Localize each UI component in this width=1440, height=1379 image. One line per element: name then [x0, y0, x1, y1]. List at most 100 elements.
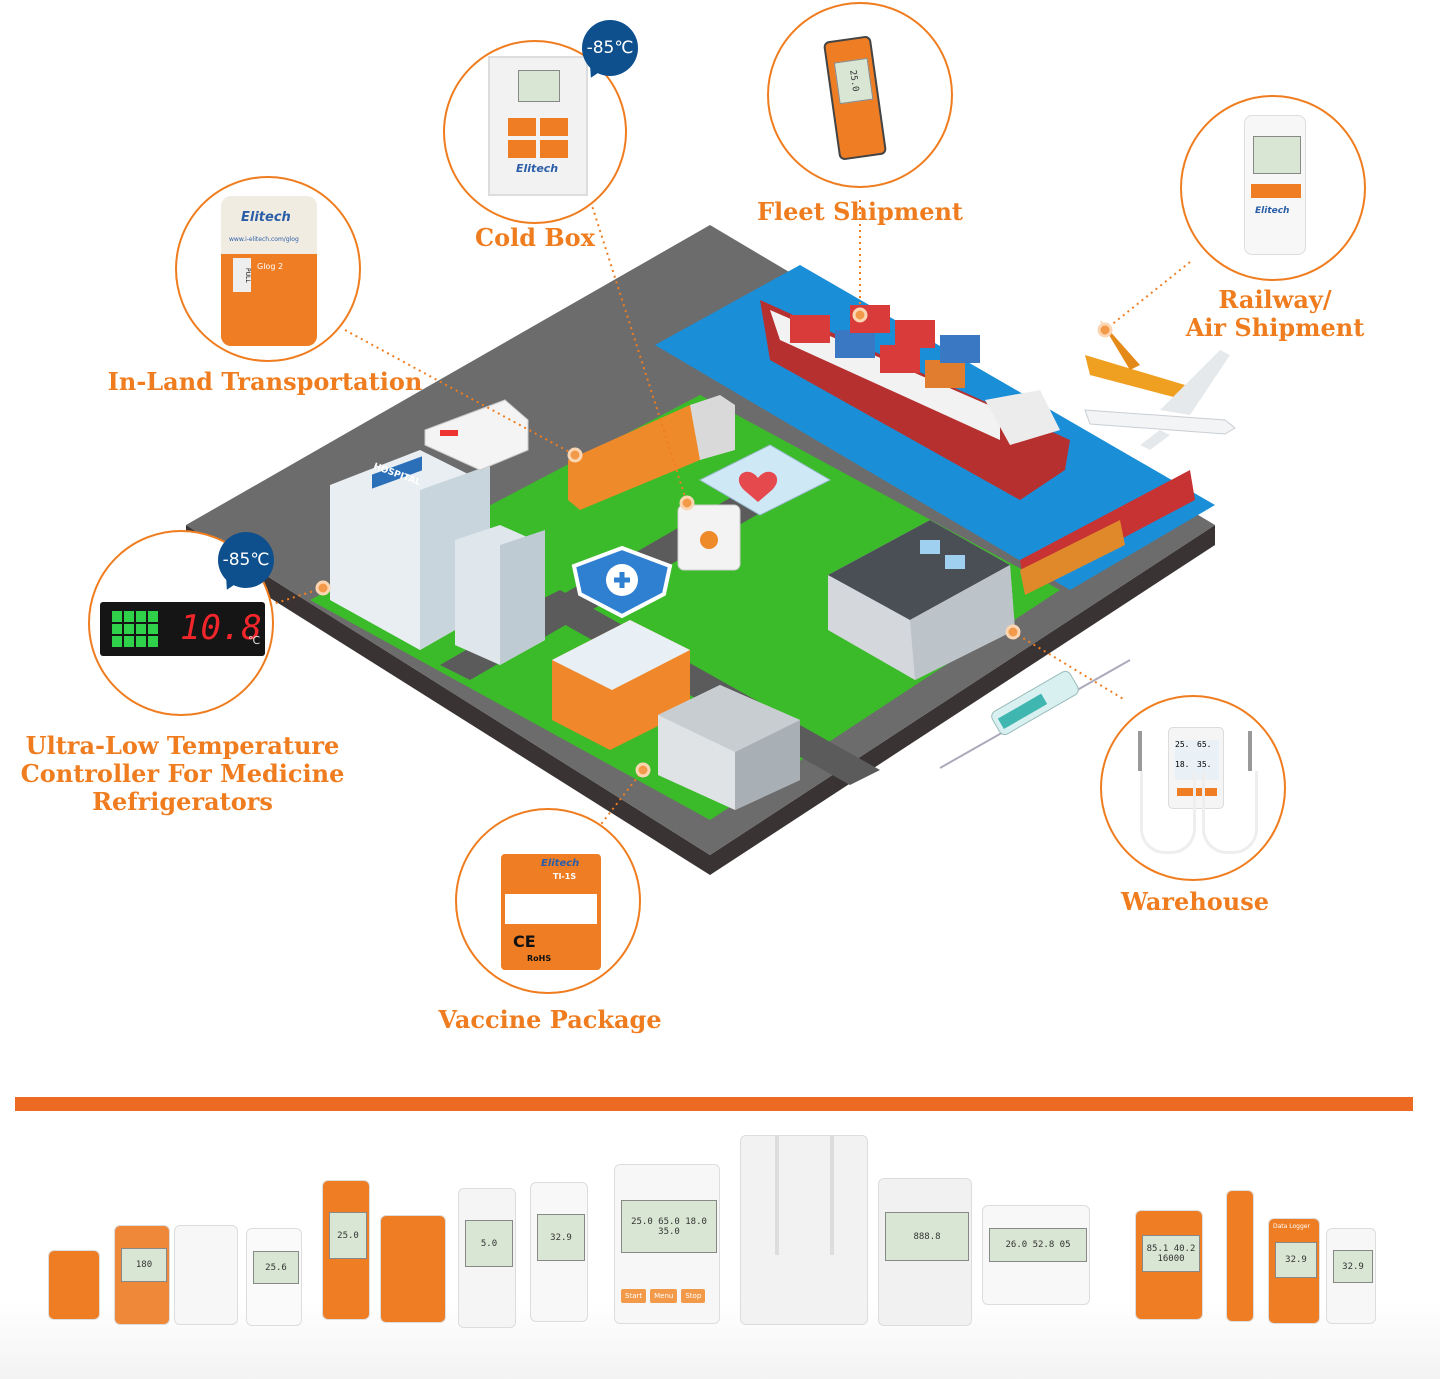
product-loget-1te[interactable]: 32.9: [530, 1182, 588, 1322]
probe-cable: [1140, 771, 1196, 854]
product-tlog-100[interactable]: 5.0: [458, 1188, 516, 1328]
label-ultra-low-line2: Controller For Medicine: [20, 759, 345, 788]
product-wireless-router[interactable]: [740, 1135, 868, 1325]
fleet-shipment-circle[interactable]: 25.0: [767, 2, 953, 188]
router-antenna: [830, 1135, 834, 1255]
product-usb-pdf-logger[interactable]: 25.0: [322, 1180, 370, 1320]
fleet-usb-logger: 25.0: [822, 35, 888, 161]
product-ti-60[interactable]: 25.6: [246, 1228, 302, 1326]
product-ti-1s-label[interactable]: [48, 1250, 100, 1320]
ti1s-label: Elitech TI-1S CE RoHS: [501, 854, 601, 970]
hotspot-fleet[interactable]: [852, 307, 868, 323]
label-fleet-shipment[interactable]: Fleet Shipment: [756, 197, 963, 226]
label-railway-air[interactable]: Railway/ Air Shipment: [1170, 286, 1380, 342]
railway-brand: Elitech: [1255, 206, 1290, 216]
product-usb-pen-logger[interactable]: [1226, 1190, 1254, 1322]
railway-air-circle[interactable]: Elitech: [1180, 95, 1366, 281]
product-wall-logger[interactable]: 26.0 52.8 05: [982, 1205, 1090, 1305]
glog-device: Elitech www.i-elitech.com/glog PULL Glog…: [221, 196, 317, 346]
cold-box-temp-badge: -85℃: [582, 20, 638, 76]
controller-unit: ℃: [248, 634, 261, 647]
in-land-circle[interactable]: Elitech www.i-elitech.com/glog PULL Glog…: [175, 176, 361, 362]
ti1s-rohs-mark: RoHS: [527, 954, 552, 963]
product-display: 26.0 52.8 05: [989, 1228, 1087, 1262]
product-button-start[interactable]: Start: [621, 1289, 647, 1303]
label-ultra-low[interactable]: Ultra-Low Temperature Controller For Med…: [10, 732, 355, 816]
label-railway-line1: Railway/: [1218, 285, 1332, 314]
router-antenna: [775, 1135, 779, 1255]
product-button-stop[interactable]: Stop: [681, 1289, 706, 1303]
product-display: 180: [121, 1248, 167, 1282]
probe: [1138, 731, 1142, 771]
product-display: 85.1 40.2 16000: [1142, 1235, 1200, 1272]
controller-panel: 10.8 ℃: [100, 602, 265, 656]
product-indicator-card[interactable]: [174, 1225, 238, 1325]
glog-brand: Elitech: [241, 210, 291, 225]
railway-logger: Elitech: [1244, 115, 1306, 255]
product-rc-5-[interactable]: Data Logger 32.9: [1268, 1218, 1320, 1324]
product-rc-4-logger[interactable]: 32.9: [1326, 1228, 1376, 1324]
hotspot-in-land[interactable]: [567, 447, 583, 463]
cold-chain-scene: [186, 189, 1236, 875]
fleet-lcd: 25.0: [833, 57, 874, 105]
ti1s-brand: Elitech: [541, 858, 580, 869]
cold-box-key: [540, 118, 568, 136]
label-warehouse[interactable]: Warehouse: [1120, 887, 1270, 916]
warehouse-buttons: [1177, 788, 1217, 796]
product-display: 888.8: [885, 1212, 969, 1261]
product-display: 25.0: [329, 1212, 367, 1259]
product-display: 25.6: [253, 1251, 299, 1284]
label-vaccine-package[interactable]: Vaccine Package: [438, 1005, 662, 1034]
hotspot-cold-box[interactable]: [679, 495, 695, 511]
product-caption: Data Logger: [1273, 1223, 1310, 1230]
label-cold-box[interactable]: Cold Box: [475, 223, 595, 252]
label-in-land[interactable]: In-Land Transportation: [107, 367, 423, 396]
probe: [1248, 731, 1252, 771]
cold-box-brand: Elitech: [516, 162, 559, 175]
connector-lines: [269, 189, 1191, 833]
warehouse-reading: 18.: [1175, 760, 1190, 769]
ti1s-model: TI-1S: [553, 872, 577, 881]
controller-temp-badge: -85℃: [218, 532, 274, 588]
warehouse-circle[interactable]: 25. 65. 18. 35.: [1100, 695, 1286, 881]
cold-box-key: [540, 140, 568, 158]
product-display: 32.9: [1275, 1242, 1317, 1278]
grass-area: [310, 395, 1060, 820]
product-display: 5.0: [465, 1220, 513, 1267]
warehouse-reading: 65.: [1197, 740, 1212, 749]
warehouse-reading: 35.: [1197, 760, 1212, 769]
product-glog-2[interactable]: [380, 1215, 446, 1323]
glog-url: www.i-elitech.com/glog: [229, 236, 299, 243]
product-button-menu[interactable]: Menu: [650, 1289, 678, 1303]
cold-box-lcd: [518, 70, 560, 102]
controller-status-icons: [112, 611, 158, 647]
product-rcw-2200[interactable]: 888.8: [878, 1178, 972, 1326]
probe-cable: [1202, 771, 1258, 854]
hotspot-railway-air[interactable]: [1097, 322, 1113, 338]
railway-buttons: [1251, 184, 1301, 198]
cold-box-key: [508, 118, 536, 136]
glog-model: Glog 2: [257, 262, 284, 271]
product-ti-21-indicator[interactable]: 180: [114, 1225, 170, 1325]
product-probe-logger[interactable]: 85.1 40.2 16000: [1135, 1210, 1203, 1320]
label-railway-line2: Air Shipment: [1185, 313, 1365, 342]
label-ultra-low-line1: Ultra-Low Temperature: [25, 731, 340, 760]
hotspot-vaccine[interactable]: [635, 762, 651, 778]
hotspot-controller[interactable]: [315, 580, 331, 596]
product-display: 32.9: [1333, 1250, 1373, 1283]
ti1s-ce-mark: CE: [513, 932, 536, 951]
controller-reading: 10.8: [180, 608, 262, 648]
passenger-plane: [1084, 350, 1236, 450]
truck: [568, 405, 700, 510]
vaccine-circle[interactable]: Elitech TI-1S CE RoHS: [455, 808, 641, 994]
product-display: 32.9: [537, 1214, 585, 1261]
ambulance: [424, 399, 529, 471]
hotspot-warehouse[interactable]: [1005, 624, 1021, 640]
glog-pull-tab[interactable]: PULL: [233, 258, 251, 292]
cold-box-key: [508, 140, 536, 158]
label-ultra-low-line3: Refrigerators: [92, 787, 273, 816]
railway-lcd: [1253, 136, 1301, 174]
